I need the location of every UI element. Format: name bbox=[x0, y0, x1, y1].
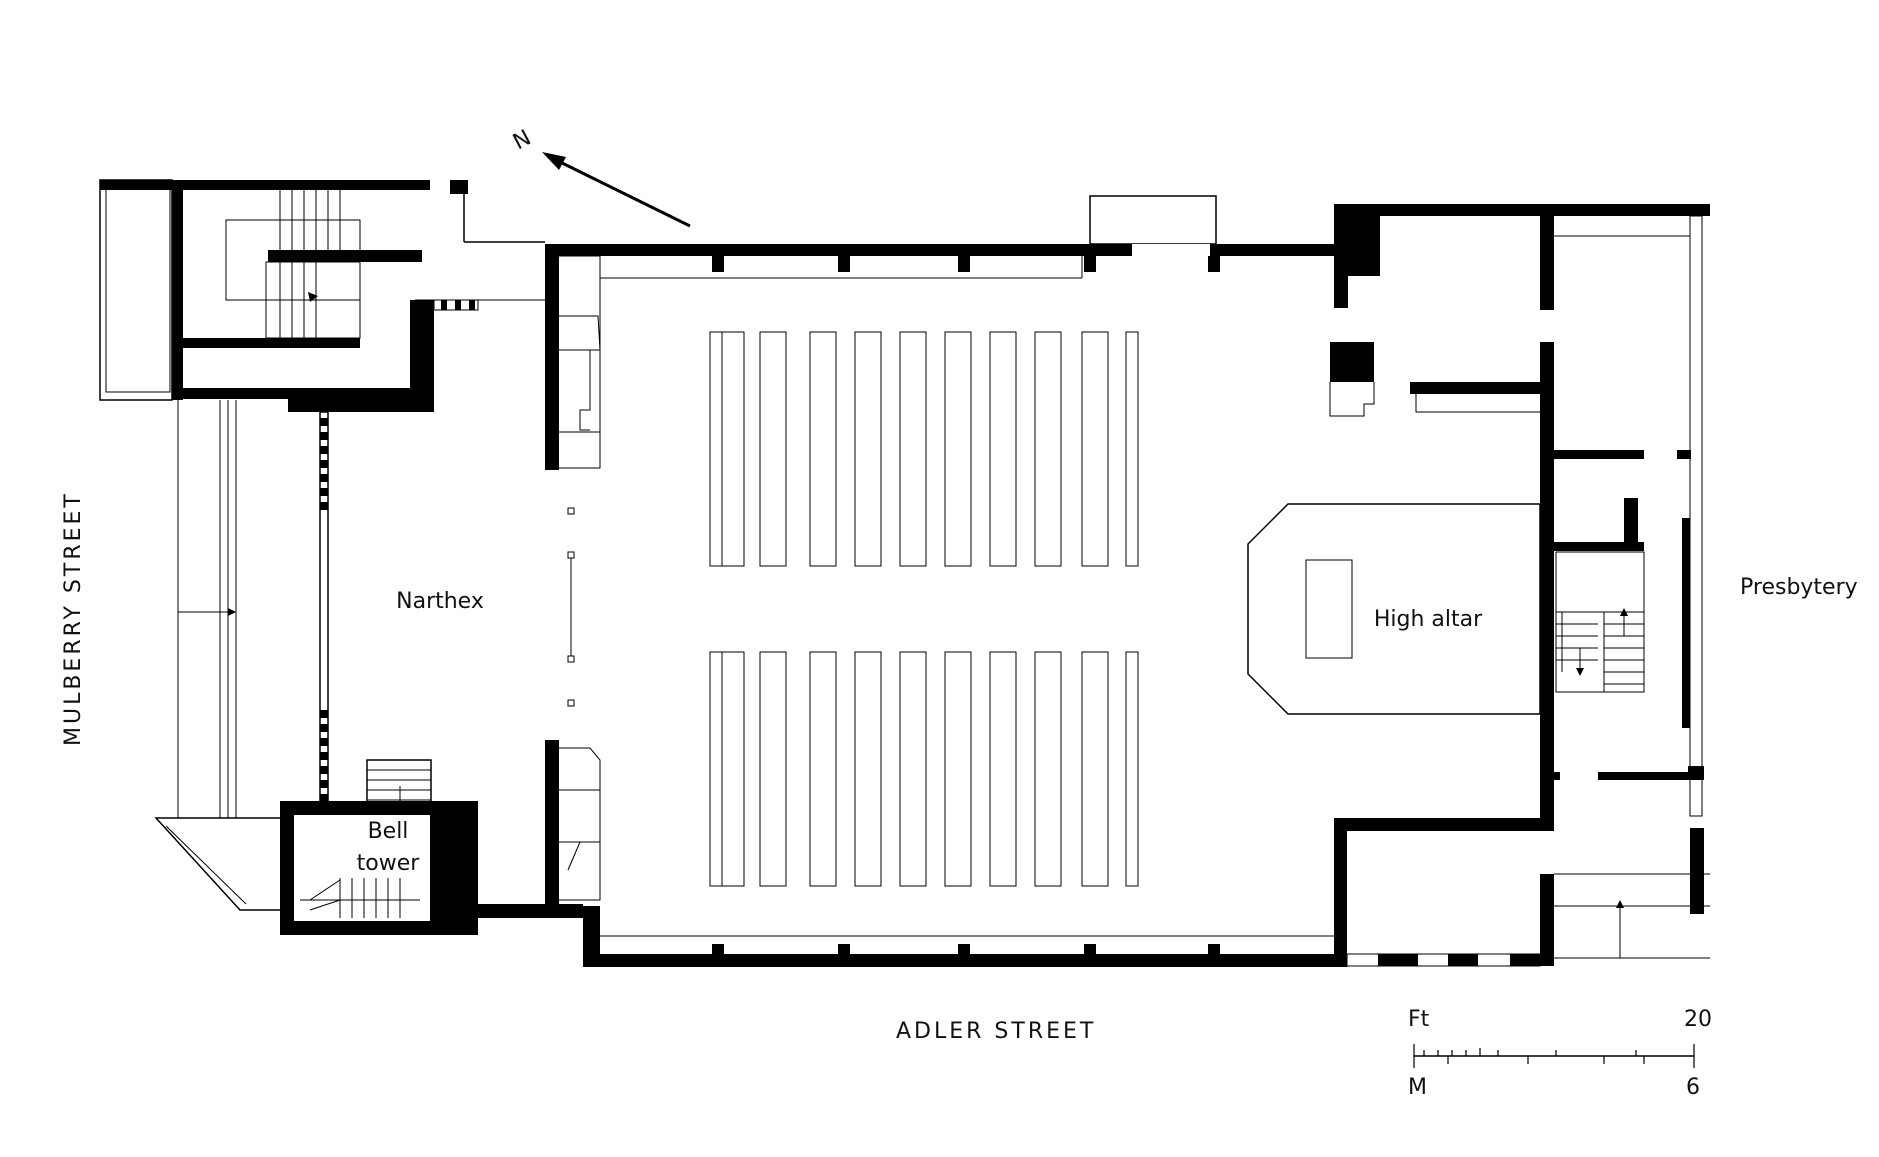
north-arrow: N bbox=[509, 125, 691, 228]
scale-bar: Ft 20 M 6 bbox=[1408, 1007, 1712, 1100]
pew bbox=[809, 331, 837, 567]
pew bbox=[709, 651, 723, 887]
street-label-south: ADLER STREET bbox=[896, 1019, 1096, 1044]
pews bbox=[709, 331, 1139, 887]
pew bbox=[809, 651, 837, 887]
pew bbox=[854, 651, 882, 887]
high-altar-label: High altar bbox=[1374, 607, 1483, 632]
pew bbox=[899, 651, 927, 887]
pew bbox=[989, 651, 1017, 887]
scale-m-max: 6 bbox=[1686, 1075, 1700, 1100]
scale-ft-label: Ft bbox=[1408, 1007, 1430, 1032]
pew bbox=[944, 331, 972, 567]
presbytery-label: Presbytery bbox=[1740, 575, 1858, 600]
pew bbox=[899, 331, 927, 567]
street-label-west: MULBERRY STREET bbox=[61, 491, 86, 746]
pew bbox=[709, 331, 723, 567]
scale-m-label: M bbox=[1408, 1075, 1427, 1100]
pew bbox=[1081, 651, 1109, 887]
pew bbox=[1125, 331, 1139, 567]
stair-block-northwest bbox=[99, 179, 468, 911]
pew bbox=[944, 651, 972, 887]
pew bbox=[854, 331, 882, 567]
pew bbox=[759, 331, 787, 567]
narthex-label: Narthex bbox=[396, 589, 484, 614]
pew bbox=[989, 331, 1017, 567]
nave-walls bbox=[545, 195, 1710, 967]
presbytery bbox=[1346, 215, 1710, 967]
pew bbox=[1125, 651, 1139, 887]
bell-tower: Bell tower bbox=[280, 759, 583, 935]
scale-ft-max: 20 bbox=[1684, 1007, 1712, 1032]
north-label: N bbox=[509, 125, 535, 155]
sanctuary bbox=[1247, 342, 1541, 715]
pew bbox=[759, 651, 787, 887]
pew bbox=[1081, 331, 1109, 567]
confessionals bbox=[559, 255, 601, 901]
bell-tower-label-line1: Bell bbox=[368, 819, 409, 844]
narthex-west-wall bbox=[319, 190, 545, 811]
pew bbox=[1034, 651, 1062, 887]
bell-tower-label-line2: tower bbox=[357, 851, 421, 876]
pew bbox=[1034, 331, 1062, 567]
